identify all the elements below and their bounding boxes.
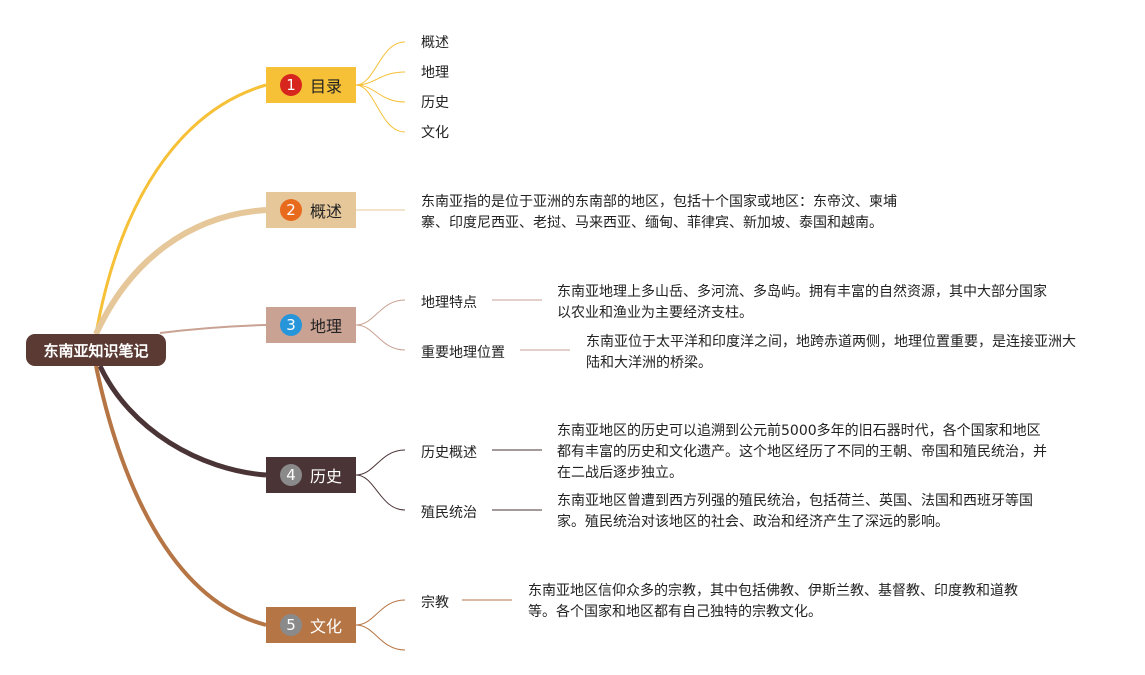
geo-location-label[interactable]: 重要地理位置 [421,345,505,361]
branch-history[interactable]: 4 历史 [266,457,356,493]
link-geo-2 [355,324,406,351]
history-overview-text[interactable]: 东南亚地区的历史可以追溯到公元前5000多年的旧石器时代，各个国家和地区都有丰富… [557,423,1047,481]
toc-item[interactable]: 历史 [421,95,449,111]
toc-item[interactable]: 文化 [421,125,449,141]
link-hist-2 [355,474,406,511]
number-badge-4: 4 [279,464,302,486]
link-root-overview [93,207,267,336]
toc-item[interactable]: 概述 [421,35,449,51]
number-badge-1: 1 [279,74,302,96]
link-root-geography [159,324,267,334]
history-overview-label[interactable]: 历史概述 [421,445,477,461]
toc-item[interactable]: 地理 [421,65,449,81]
branch-label: 历史 [309,467,342,486]
link-toc-2 [355,71,406,86]
branch-culture[interactable]: 5 文化 [266,607,356,643]
link-toc-4 [355,84,406,133]
link-geo-1 [355,299,406,326]
overview-text[interactable]: 东南亚指的是位于亚洲的东南部的地区，包括十个国家或地区：东帝汶、柬埔寨、印度尼西… [421,194,897,231]
geo-location-text[interactable]: 东南亚位于太平洋和印度洋之间，地跨赤道两侧，地理位置重要，是连接亚洲大陆和大洋洲… [586,334,1076,371]
culture-religion-label[interactable]: 宗教 [421,595,449,611]
link-cult-1 [355,599,406,626]
number-badge-5: 5 [279,614,302,636]
number-badge-2: 2 [279,199,302,221]
history-colonial-label[interactable]: 殖民统治 [421,505,477,521]
branch-overview[interactable]: 2 概述 [266,192,356,228]
link-root-toc [94,83,267,335]
branch-label: 概述 [309,202,342,221]
link-cult-2 [355,624,406,651]
link-root-history [97,364,267,478]
culture-religion-text[interactable]: 东南亚地区信仰众多的宗教，其中包括佛教、伊斯兰教、基督教、印度教和道教等。各个国… [528,583,1018,620]
branch-geography[interactable]: 3 地理 [266,307,356,343]
link-toc-1 [355,41,406,86]
history-colonial-text[interactable]: 东南亚地区曾遭到西方列强的殖民统治，包括荷兰、英国、法国和西班牙等国家。殖民统治… [557,493,1033,530]
branch-label: 地理 [309,317,342,336]
root-topic[interactable]: 东南亚知识笔记 [26,334,166,366]
geo-features-text[interactable]: 东南亚地理上多山岳、多河流、多岛屿。拥有丰富的自然资源，其中大部分国家以农业和渔… [557,284,1047,321]
link-hist-1 [355,449,406,476]
branch-label: 目录 [309,77,342,96]
branch-toc[interactable]: 1 目录 [266,67,356,103]
number-badge-3: 3 [279,314,302,336]
link-root-culture [94,365,267,627]
branch-label: 文化 [309,617,342,636]
geo-features-label[interactable]: 地理特点 [421,295,477,311]
